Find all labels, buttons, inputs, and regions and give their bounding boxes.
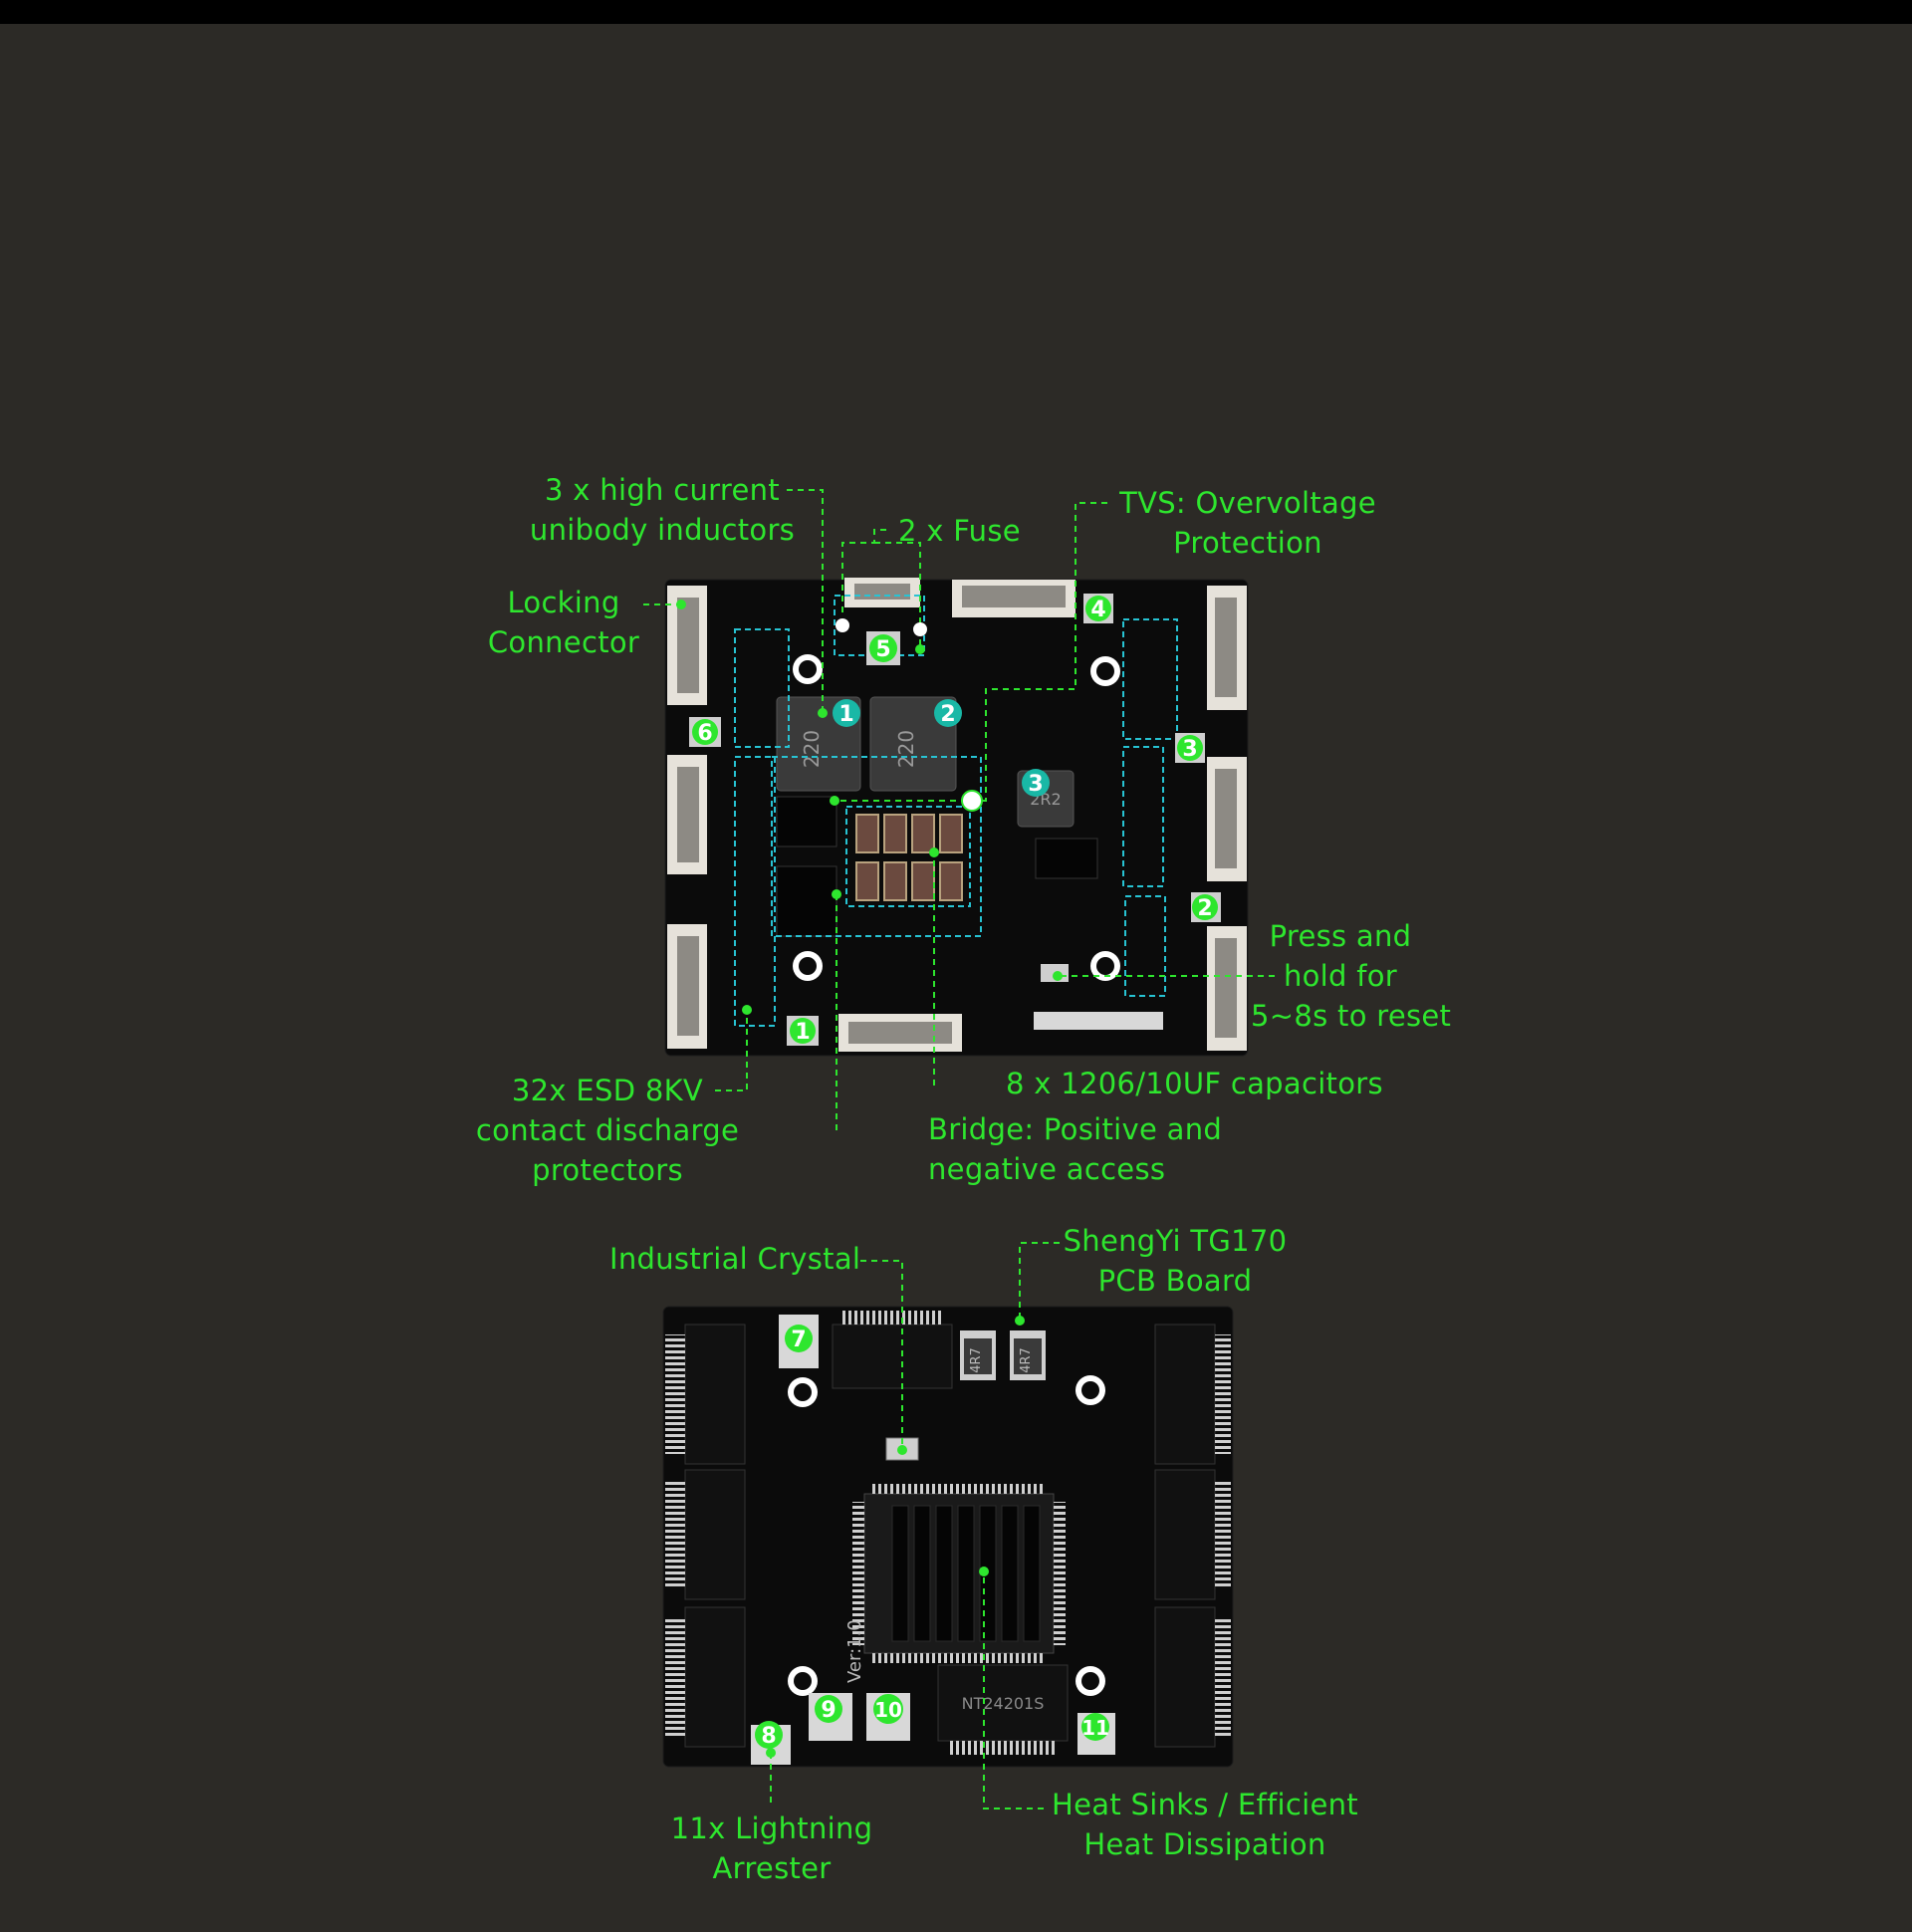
bottom-badges: 7 8 9 10 11	[751, 1315, 1115, 1765]
badge-tvs-5: 5	[875, 637, 890, 662]
callout-tvs: TVS: Overvoltage Protection	[1119, 486, 1376, 560]
inductor-mark-1: 220	[800, 730, 824, 768]
badge-tvs-1: 1	[795, 1020, 810, 1045]
badge-inductor-1: 1	[838, 702, 853, 727]
board-version: Ver:1.0	[844, 1619, 865, 1683]
callout-locking-connector: Locking Connector	[487, 586, 640, 659]
callout-lightning-arrester: 11x Lightning Arrester	[670, 1811, 873, 1885]
capacitor-array	[855, 814, 963, 901]
badge-tvs-2: 2	[1197, 896, 1212, 921]
chip-mark-ethernet: NT24201S	[962, 1694, 1045, 1713]
badge-lightning-7: 7	[791, 1328, 806, 1352]
badge-inductor-3: 3	[1028, 772, 1043, 797]
left-connectors	[667, 586, 707, 1049]
badge-tvs-3: 3	[1182, 737, 1197, 762]
callout-pcb-board: ShengYi TG170 PCB Board	[1063, 1224, 1288, 1298]
badge-lightning-9: 9	[821, 1698, 836, 1723]
callout-esd: 32x ESD 8KV contact discharge protectors	[475, 1074, 740, 1187]
badge-tvs-4: 4	[1090, 598, 1105, 622]
badge-lightning-11: 11	[1081, 1716, 1109, 1740]
callout-bridge: Bridge: Positive and negative access	[928, 1112, 1223, 1186]
callout-fuse: 2 x Fuse	[898, 514, 1021, 548]
badge-tvs-6: 6	[697, 721, 712, 746]
callout-inductors: 3 x high current unibody inductors	[529, 473, 796, 547]
bottom-board: NT24201S 4R7 4R7 Ver:1.0 7 8 9 10 11	[662, 1242, 1234, 1810]
right-connectors	[1207, 586, 1247, 1051]
callout-industrial-crystal: Industrial Crystal	[609, 1242, 861, 1276]
chip-mark-inductor-a: 4R7	[969, 1347, 984, 1373]
top-bar	[0, 0, 1912, 24]
callout-reset: Press and hold for 5~8s to reset	[1251, 919, 1452, 1033]
bottom-leaders	[770, 1242, 1060, 1810]
badge-lightning-8: 8	[761, 1724, 776, 1749]
callout-capacitors: 8 x 1206/10UF capacitors	[1006, 1067, 1383, 1100]
inductor-mark-2: 220	[894, 730, 918, 768]
badge-lightning-10: 10	[874, 1698, 902, 1722]
chip-mark-inductor-b: 4R7	[1019, 1347, 1034, 1373]
top-leaders	[643, 489, 1275, 1130]
badge-inductor-2: 2	[940, 702, 955, 727]
transformer-chips: NT24201S	[665, 1311, 1231, 1755]
top-board: 220 220 2R2 1 2 3	[643, 489, 1275, 1130]
top-badges: 1 2 3 4 5 6 3 2 1	[689, 594, 1221, 1046]
heat-sink	[891, 1505, 1041, 1642]
top-leader-dots	[676, 600, 1063, 1015]
callout-heat-sinks: Heat Sinks / Efficient Heat Dissipation	[1052, 1788, 1358, 1861]
